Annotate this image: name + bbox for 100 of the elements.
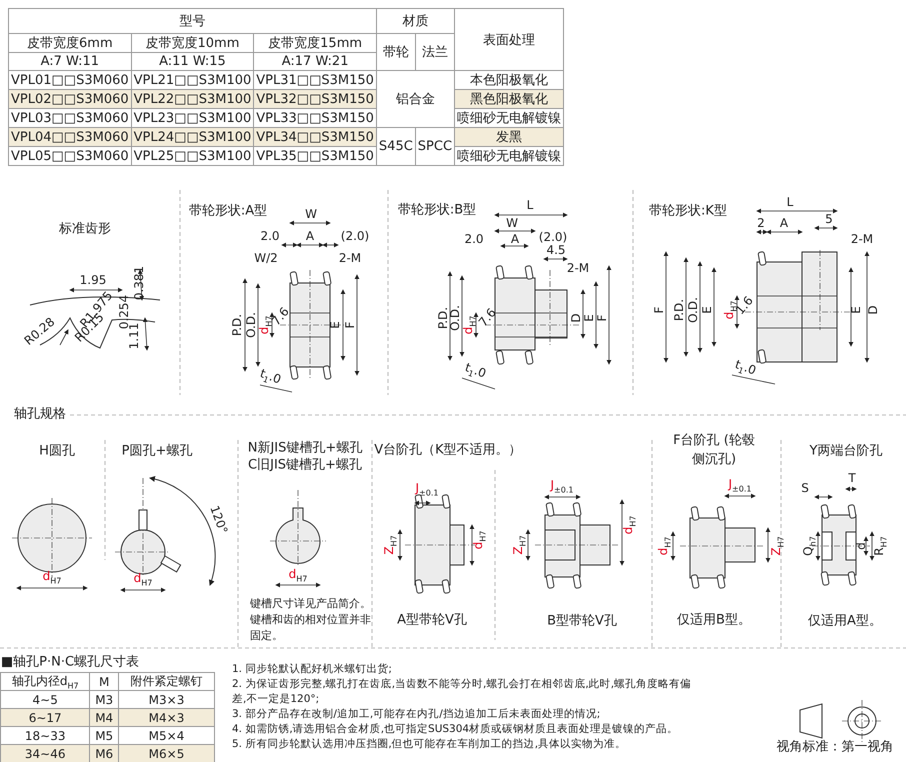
- table-title: ■轴孔P·N·C螺孔尺寸表: [0, 656, 140, 670]
- dimension-label: 5: [825, 213, 833, 227]
- dimension-label: T: [848, 472, 856, 486]
- dimension-label: d$_{H7}$: [288, 568, 308, 584]
- table-cell: VPL04□□S3M060: [8, 128, 132, 146]
- dimension-label: L: [786, 196, 794, 210]
- table-cell: VPL32□□S3M150: [254, 90, 376, 108]
- dimension-label: d$_{H7}$: [134, 572, 152, 588]
- dimension-label: 1.95: [80, 274, 106, 288]
- table-cell: VPL25□□S3M100: [131, 146, 254, 166]
- dimension-label: D: [867, 305, 881, 315]
- dimension-label: E: [329, 321, 343, 329]
- dimension-label: A: [306, 230, 314, 244]
- table-cell: 34~46: [0, 744, 90, 762]
- dimension-label: F: [596, 314, 610, 322]
- dimension-label: 2.0: [260, 230, 280, 244]
- note-text: 5. 所有同步轮默认选用冲压挡圈,但也可能存在车削加工的挡边,具体以实物为准。: [232, 737, 628, 752]
- section-heading: 轴孔规格: [14, 408, 66, 422]
- table-cell: VPL22□□S3M100: [131, 90, 254, 108]
- dimension-label: 0.381: [133, 266, 147, 300]
- dimension-label: J$_{±0.1}$: [550, 479, 574, 495]
- dimension-label: J$_{±0.1}$: [728, 478, 752, 494]
- dimension-label: d: [855, 542, 869, 550]
- dimension-label: L: [526, 199, 534, 213]
- table-cell: M: [90, 672, 119, 691]
- table-cell: M6: [90, 744, 119, 762]
- dimension-label: A: [780, 217, 788, 231]
- table-cell: M4: [90, 708, 119, 727]
- dimension-label: W: [305, 208, 317, 222]
- section-title: 标准齿形: [59, 222, 111, 238]
- caption: 视角标准：第一视角: [776, 740, 894, 756]
- dimension-label: P.D.: [437, 306, 450, 330]
- section-title: P圆孔+螺孔: [122, 444, 192, 460]
- section-title: Y两端台阶孔: [810, 444, 882, 460]
- dimension-label: E: [701, 306, 715, 314]
- dimension-label: O.D.: [245, 312, 258, 338]
- dimension-label: J$_{±0.1}$: [416, 482, 438, 498]
- section-title: C旧JIS键槽孔+螺孔: [248, 458, 362, 474]
- dimension-label: S: [801, 482, 809, 496]
- dimension-label: P.D.: [231, 314, 245, 336]
- table-cell: 喷细砂无电解镀镍: [454, 146, 564, 166]
- table-cell: 表面处理: [454, 8, 564, 70]
- note-text: 键槽尺寸详见产品简介。键槽和齿的相对位置并非固定。: [250, 596, 372, 644]
- table-cell: 型号: [8, 8, 376, 34]
- table-cell: 黑色阳极氧化: [454, 90, 564, 108]
- table-cell: 附件紧定螺钉: [118, 672, 214, 691]
- table-cell: S45C: [376, 128, 416, 166]
- section-title: 带轮形状:K型: [649, 204, 727, 220]
- dimension-label: E: [583, 314, 597, 322]
- dimension-label: P.D.: [673, 298, 687, 322]
- dimension-label: 2-M: [566, 262, 590, 276]
- caption: A型带轮V孔: [397, 614, 467, 628]
- table-cell: VPL24□□S3M100: [131, 128, 254, 146]
- dimension-label: 2: [757, 217, 765, 231]
- dimension-label: W: [506, 217, 518, 231]
- table-cell: 带轮: [376, 34, 416, 70]
- table-cell: 皮带宽度6mm: [8, 34, 132, 52]
- dimension-label: 120°: [206, 504, 230, 536]
- note-text: 2. 为保证齿形完整,螺孔打在齿底,当齿数不能等分时,螺孔会打在相邻齿底,此时,螺孔角度略有偏差,不一定是120°;: [232, 677, 692, 708]
- dimension-label: A: [510, 233, 520, 247]
- table-cell: M4×3: [118, 708, 214, 727]
- note-text: 3. 部分产品存在改制/追加工,可能存在内孔/挡边追加工后未表面处理的情况;: [232, 707, 602, 722]
- dimension-label: F: [653, 306, 667, 314]
- note-text: 1. 同步轮默认配好机米螺钉出货;: [232, 662, 393, 677]
- table-cell: 皮带宽度10mm: [131, 34, 254, 52]
- caption: 仅适用A型。: [808, 614, 882, 630]
- table-cell: VPL05□□S3M060: [8, 146, 132, 166]
- dimension-label: 4.5: [546, 244, 566, 258]
- section-title: V台阶孔（K型不适用。）: [374, 444, 522, 458]
- section-title: 带轮形状:B型: [398, 204, 476, 218]
- table-cell: VPL34□□S3M150: [254, 128, 376, 146]
- dimension-label: d$_{H7}$: [42, 570, 62, 586]
- table-cell: VPL02□□S3M060: [8, 90, 132, 108]
- table-cell: M6×5: [118, 744, 214, 762]
- dimension-label: O.D.: [687, 297, 701, 323]
- table-cell: 材质: [376, 8, 455, 34]
- table-cell: A:11 W:15: [131, 52, 254, 70]
- table-cell: A:17 W:21: [254, 52, 376, 70]
- note-text: 4. 如需防锈,请选用铝合金材质,也可指定SUS304材质或碳钢材质且表面处理是镀镍的产品。: [232, 722, 680, 737]
- dimension-label: D: [570, 313, 584, 323]
- table-cell: A:7 W:11: [8, 52, 132, 70]
- caption: 仅适用B型。: [677, 614, 751, 628]
- caption: B型带轮V孔: [547, 614, 617, 630]
- table-cell: 皮带宽度15mm: [254, 34, 376, 52]
- dimension-label: 7.6: [476, 306, 500, 330]
- table-cell: 发黑: [454, 128, 564, 146]
- dimension-label: 1.11: [128, 322, 142, 350]
- section-title: F台阶孔 (轮毂侧沉孔): [672, 432, 756, 469]
- section-title: N新JIS键槽孔+螺孔: [248, 442, 362, 456]
- dimension-label: 2.0: [464, 233, 484, 247]
- dimension-label: W/2: [254, 252, 278, 266]
- table-cell: 6~17: [0, 708, 90, 727]
- dimension-label: (2.0): [538, 231, 568, 245]
- table-cell: 轴孔内径d$_{H7}$: [0, 672, 90, 691]
- dimension-label: E: [850, 306, 864, 314]
- dimension-label: F: [344, 322, 358, 328]
- section-title: H圆孔: [39, 444, 75, 460]
- section-title: 带轮形状:A型: [188, 204, 268, 220]
- dimension-label: 2-M: [338, 252, 362, 266]
- dimension-label: O.D.: [449, 305, 462, 331]
